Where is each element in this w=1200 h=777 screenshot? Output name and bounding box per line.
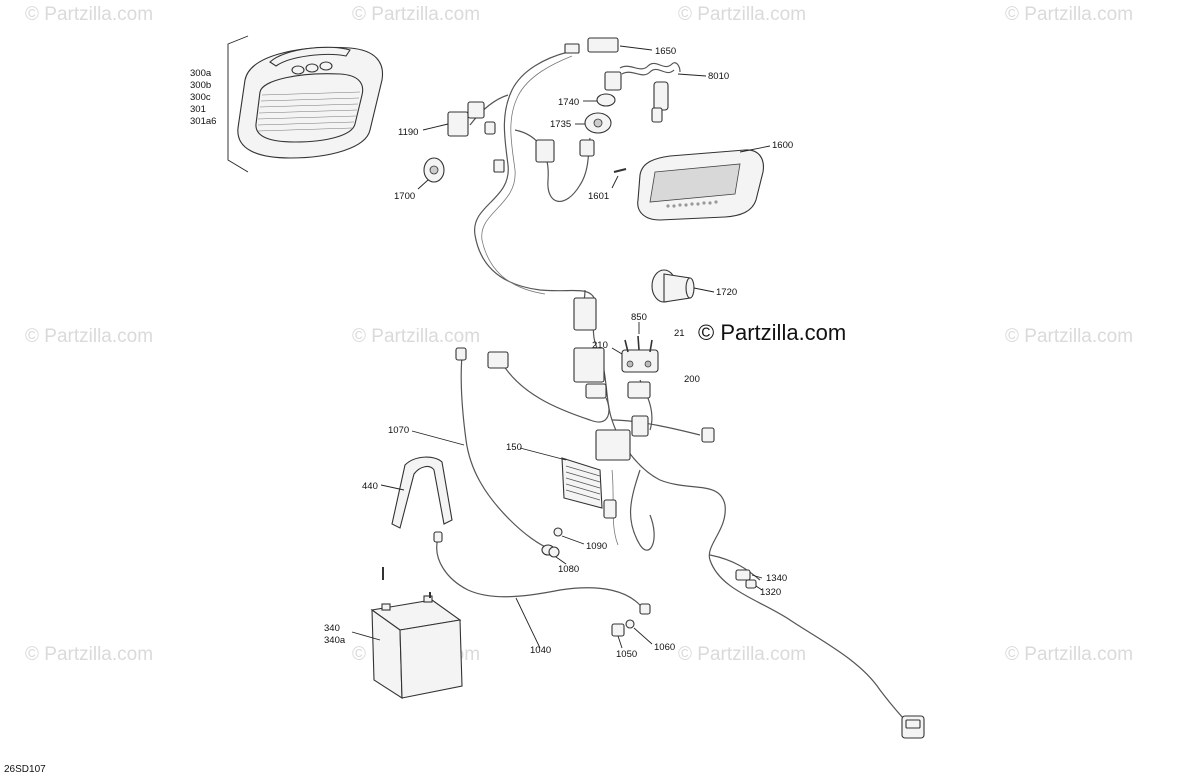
callout-301: 301 xyxy=(190,104,206,115)
display-1600 xyxy=(637,145,771,221)
callout-1720: 1720 xyxy=(716,287,737,298)
callout-210: 210 xyxy=(592,340,608,351)
watermark-text: © Partzilla.com xyxy=(352,4,480,25)
callout-1090: 1090 xyxy=(586,541,607,552)
callout-200: 200 xyxy=(684,374,700,385)
callout-8010: 8010 xyxy=(708,71,729,82)
callout-1060: 1060 xyxy=(654,642,675,653)
callout-340: 340 xyxy=(324,623,340,634)
callout-1740: 1740 xyxy=(558,97,579,108)
bolt-1050-1060 xyxy=(611,619,653,649)
callout-300c: 300c xyxy=(190,92,211,103)
voltage-regulator-150 xyxy=(519,447,617,519)
connector-1650 xyxy=(564,37,653,54)
watermark-text: © Partzilla.com xyxy=(352,326,480,347)
callout-300b: 300b xyxy=(190,80,211,91)
callout-1320: 1320 xyxy=(760,587,781,598)
callout-211: 21 xyxy=(674,328,685,339)
callout-1650: 1650 xyxy=(655,46,676,57)
watermark-text: © Partzilla.com xyxy=(1005,326,1133,347)
connector-1700 xyxy=(417,157,445,190)
connector-mid xyxy=(493,139,595,173)
diagram-code: 26SD107 xyxy=(4,764,46,775)
watermark-text: © Partzilla.com xyxy=(25,326,153,347)
end-connector xyxy=(901,715,925,739)
callout-1600: 1600 xyxy=(772,140,793,151)
screw-1601 xyxy=(611,168,627,189)
callout-1700: 1700 xyxy=(394,191,415,202)
watermark-text: © Partzilla.com xyxy=(1005,644,1133,665)
callout-1601: 1601 xyxy=(588,191,609,202)
callout-850: 850 xyxy=(631,312,647,323)
sensor-1735 xyxy=(575,112,612,134)
audio-speaker-unit xyxy=(227,35,384,173)
cable-1070 xyxy=(411,347,555,556)
nut-1080-1090 xyxy=(548,527,585,565)
callout-1340: 1340 xyxy=(766,573,787,584)
knob-1720 xyxy=(651,269,715,303)
callout-1040: 1040 xyxy=(530,645,551,656)
sensor-1320-1340 xyxy=(735,569,763,591)
callout-1080: 1080 xyxy=(558,564,579,575)
coiled-cable-8010 xyxy=(619,62,707,123)
callout-labels: 300a 300b 300c 301 301a6 1650 8010 1740 … xyxy=(190,46,793,660)
callout-1050: 1050 xyxy=(616,649,637,660)
callout-440: 440 xyxy=(362,481,378,492)
connector-1190 xyxy=(422,101,496,137)
callout-340a: 340a xyxy=(324,635,346,646)
watermark-text: © Partzilla.com xyxy=(1005,4,1133,25)
relay-block xyxy=(487,297,715,461)
watermark-text: © Partzilla.com xyxy=(678,4,806,25)
solenoid-200 xyxy=(611,322,659,399)
watermark-text: © Partzilla.com xyxy=(25,644,153,665)
watermark-text: © Partzilla.com xyxy=(25,4,153,25)
grommet-1740 xyxy=(583,71,622,107)
callout-1735: 1735 xyxy=(550,119,571,130)
callout-1190: 1190 xyxy=(398,127,418,138)
callout-150: 150 xyxy=(506,442,522,453)
watermark-text: © Partzilla.com xyxy=(678,644,806,665)
callout-300a: 300a xyxy=(190,68,212,79)
battery-340 xyxy=(351,567,463,700)
strap-440 xyxy=(380,456,453,529)
callout-1070: 1070 xyxy=(388,425,409,436)
cable-1040 xyxy=(433,531,651,649)
callout-301a6: 301a6 xyxy=(190,116,216,127)
brand-watermark: © Partzilla.com xyxy=(698,320,846,345)
